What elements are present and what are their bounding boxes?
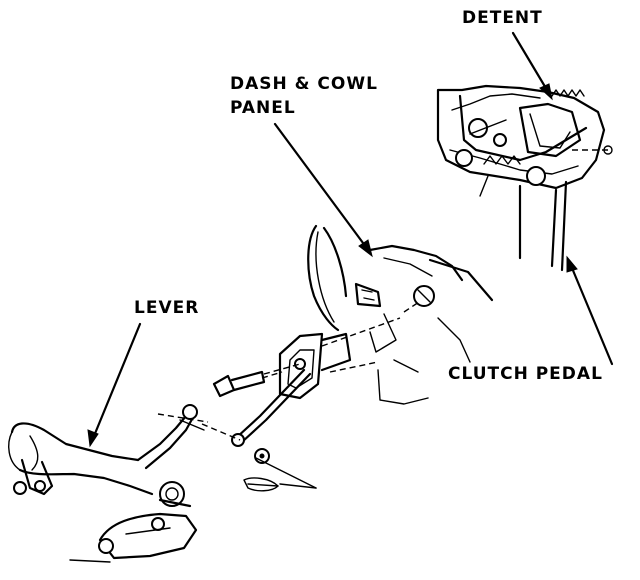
lever-leader-arrow bbox=[87, 322, 142, 448]
pedal-bracket-assembly bbox=[436, 84, 613, 272]
lever-label: LEVER bbox=[134, 298, 200, 318]
dash-cowl-label-line2: PANEL bbox=[230, 98, 296, 118]
dash-cowl-label-line1: DASH & COWL bbox=[230, 74, 378, 94]
dash-cowl-leader-arrow bbox=[273, 122, 373, 258]
lever-assembly bbox=[8, 404, 205, 563]
dash-cowl-panel bbox=[307, 224, 494, 405]
detent-label: DETENT bbox=[462, 8, 543, 28]
clutch-pedal-label: CLUTCH PEDAL bbox=[448, 364, 603, 384]
clutch-pedal-leader-arrow bbox=[566, 255, 614, 366]
pedal-link-bracket bbox=[157, 313, 401, 492]
